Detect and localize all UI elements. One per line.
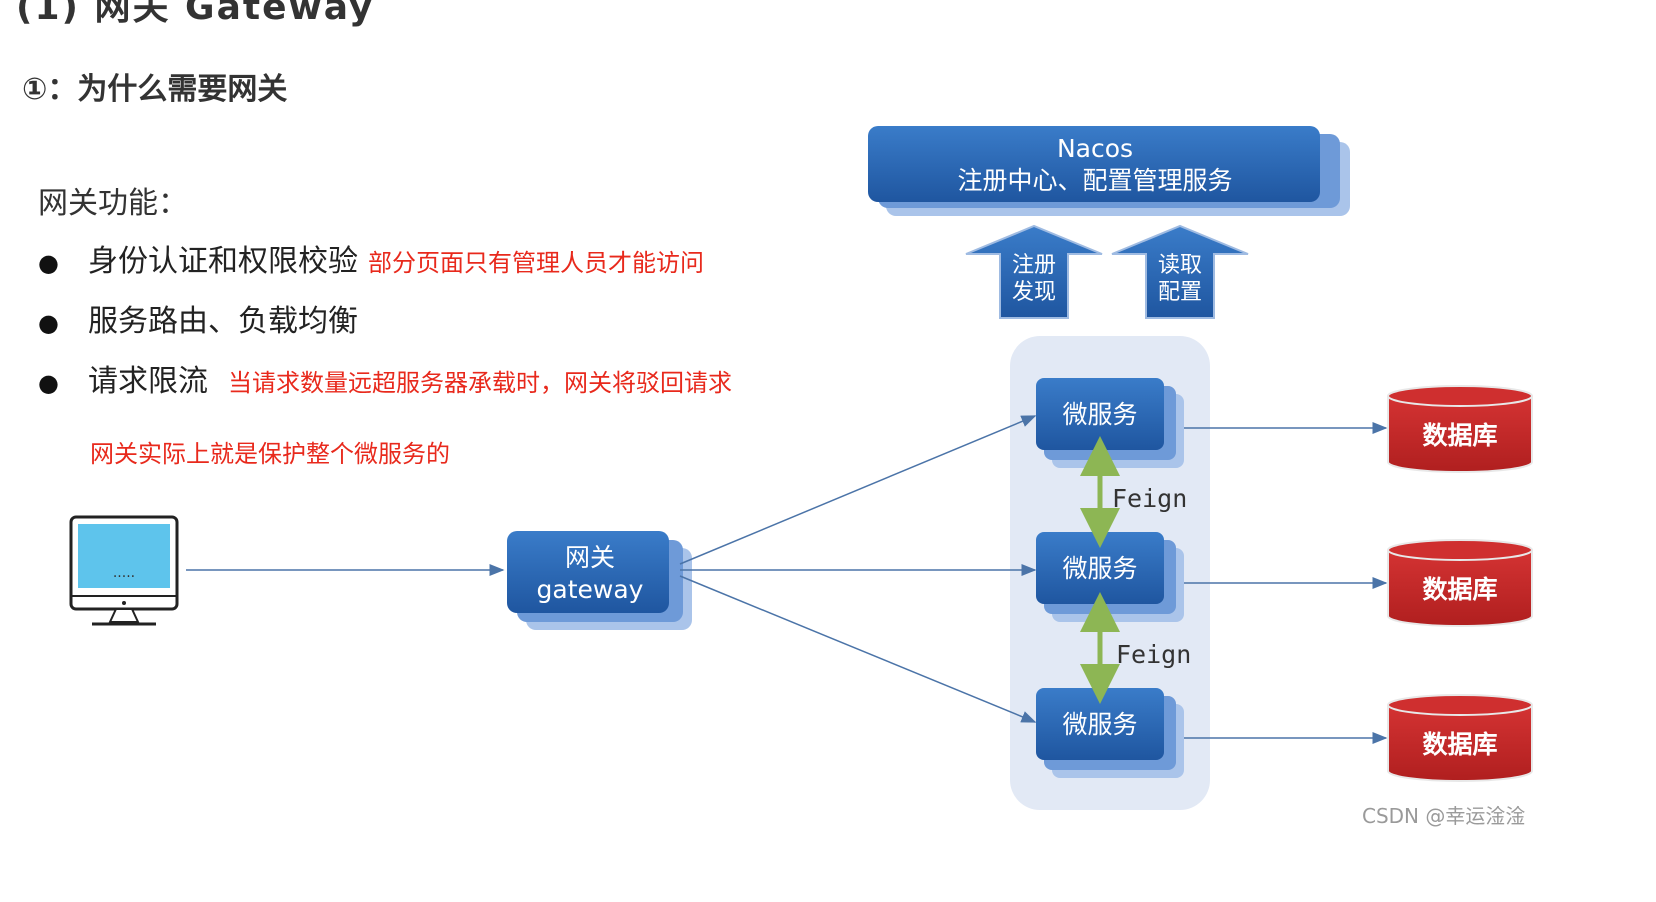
watermark: CSDN @幸运淦淦 [1362, 804, 1526, 828]
microservice-box-2 [1036, 532, 1184, 622]
bullet-item-auth: ● 身份认证和权限校验 部分页面只有管理人员才能访问 [38, 236, 704, 280]
database-cylinder-2 [1387, 539, 1533, 627]
bullet-text: 身份认证和权限校验 [88, 244, 358, 279]
bullet-note: 部分页面只有管理人员才能访问 [368, 249, 704, 277]
screen-dots: ..... [113, 565, 135, 581]
read-config-arrow [1111, 224, 1249, 319]
bullet-dot: ● [38, 309, 59, 337]
gateway-to-ms1-arrow [679, 415, 1037, 565]
feign-label: Feign [1116, 640, 1192, 669]
gateway-to-ms3-arrow [679, 575, 1037, 723]
cropped-heading: (1) 网关 Gateway [16, 0, 375, 28]
microservice-box-1 [1036, 378, 1184, 468]
bullet-item-routing: ● 服务路由、负载均衡 [38, 296, 358, 340]
client-computer-icon: ..... [69, 515, 179, 626]
bullet-text: 请求限流 [88, 364, 208, 399]
feign-label: Feign [1112, 484, 1188, 513]
summary-note: 网关实际上就是保护整个微服务的 [90, 440, 450, 468]
register-discovery-arrow [965, 224, 1103, 319]
functions-title: 网关功能： [38, 186, 188, 221]
database-cylinder-1 [1387, 385, 1533, 473]
bullet-item-ratelimit: ● 请求限流 当请求数量远超服务器承载时，网关将驳回请求 [38, 356, 732, 400]
bullet-dot: ● [38, 369, 59, 397]
bullet-text: 服务路由、负载均衡 [88, 304, 358, 339]
gateway-box [507, 531, 692, 630]
bullet-dot: ● [38, 249, 59, 277]
database-cylinder-3 [1387, 694, 1533, 782]
section-title: ①：为什么需要网关 [22, 72, 288, 107]
microservice-box-3 [1036, 688, 1184, 778]
bullet-note: 当请求数量远超服务器承载时，网关将驳回请求 [228, 369, 732, 397]
nacos-box [868, 126, 1350, 216]
